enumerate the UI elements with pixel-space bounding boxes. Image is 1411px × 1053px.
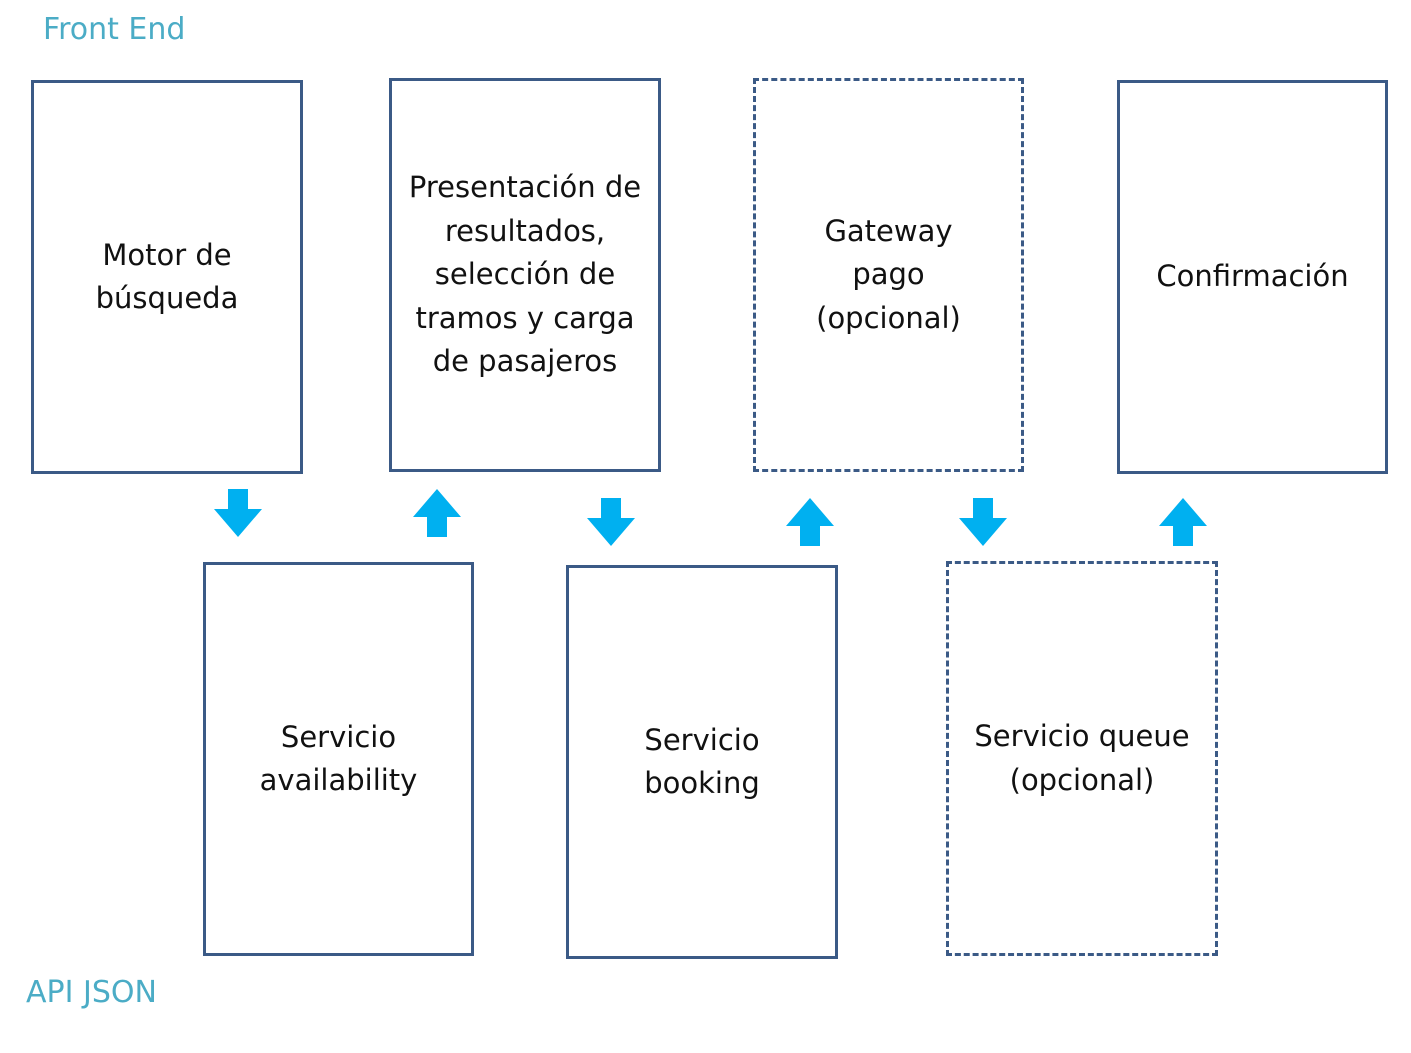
motor-de-busqueda-box: Motor de búsqueda — [31, 80, 303, 474]
presentacion-resultados-box: Presentación de resultados, selección de… — [389, 78, 661, 472]
servicio-booking-text: Servicio booking — [644, 722, 760, 801]
gateway-pago-box: Gateway pago (opcional) — [753, 78, 1024, 472]
servicio-queue-box: Servicio queue (opcional) — [946, 561, 1218, 956]
servicio-availability-box: Servicio availability — [203, 562, 474, 956]
front-end-label: Front End — [43, 12, 186, 47]
motor-de-busqueda-text: Motor de búsqueda — [95, 237, 239, 316]
arrow-up-icon — [1159, 498, 1207, 546]
arrow-down-icon — [214, 489, 262, 537]
arrow-up-icon — [413, 489, 461, 537]
api-json-label: API JSON — [26, 975, 157, 1010]
arrow-down-icon — [959, 498, 1007, 546]
confirmacion-box: Confirmación — [1117, 80, 1388, 474]
arrow-up-icon — [786, 498, 834, 546]
confirmacion-text: Confirmación — [1156, 259, 1349, 294]
servicio-availability-text: Servicio availability — [259, 719, 418, 798]
arrow-down-icon — [587, 498, 635, 546]
servicio-booking-box: Servicio booking — [566, 565, 838, 959]
gateway-pago-text: Gateway pago (opcional) — [816, 213, 961, 335]
servicio-queue-text: Servicio queue (opcional) — [974, 719, 1190, 797]
presentacion-resultados-text: Presentación de resultados, selección de… — [408, 170, 642, 379]
